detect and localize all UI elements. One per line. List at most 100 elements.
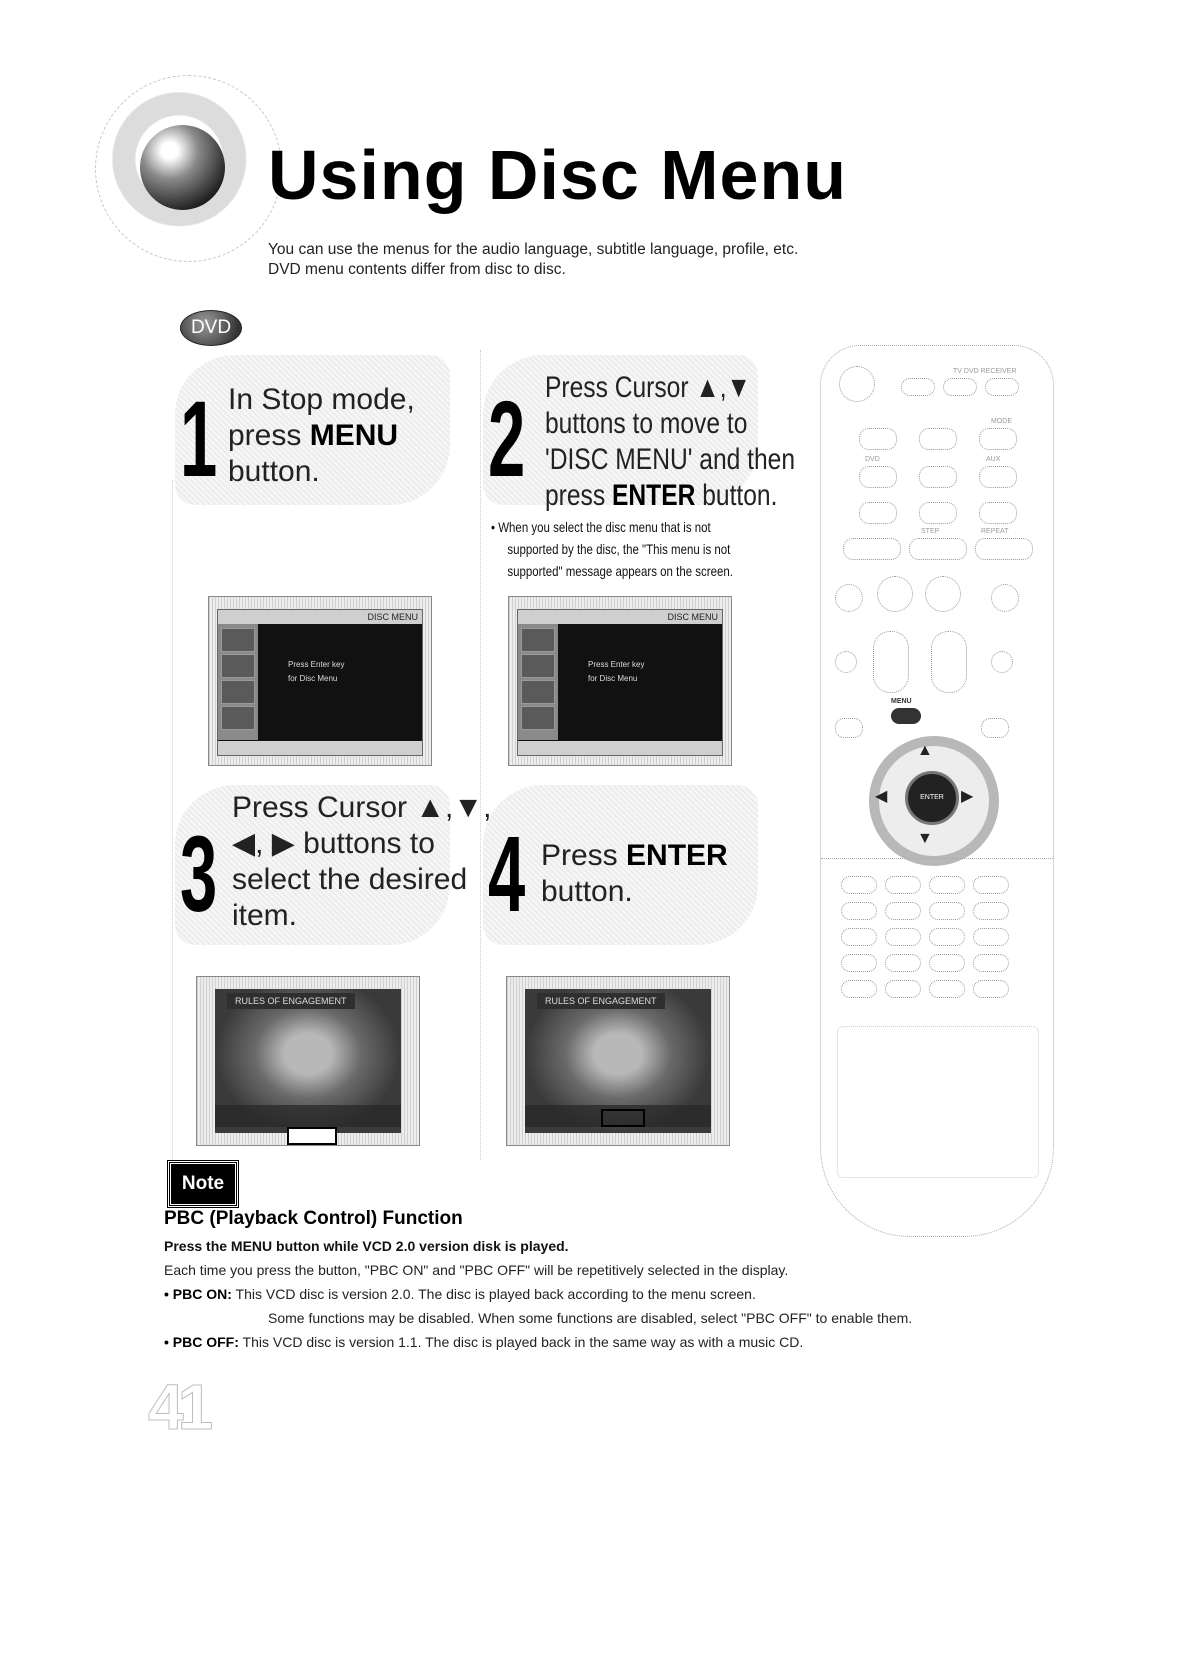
step-1-text: In Stop mode, press MENU button.	[228, 382, 415, 490]
disc-menu-message: Press Enter key for Disc Menu	[588, 660, 645, 683]
disc-menu-footer	[218, 741, 422, 755]
step-2-line-4: press ENTER button.	[545, 479, 778, 512]
remote-button	[929, 928, 965, 946]
remote-button	[841, 902, 877, 920]
enter-key-label: ENTER	[611, 479, 696, 512]
disc-menu-footer	[518, 741, 722, 755]
remote-button	[841, 980, 877, 998]
step-2-text: Press Cursor ▲,▼ buttons to move to 'DIS…	[545, 370, 795, 514]
menu-sidebar-item	[521, 628, 555, 652]
remote-button	[981, 718, 1009, 738]
note-badge: Note	[167, 1160, 239, 1208]
enter-button: ENTER	[905, 771, 959, 825]
column-guide-right	[480, 350, 481, 1160]
menu-sidebar	[518, 624, 558, 740]
step-2-number: 2	[488, 378, 526, 499]
cursor-down-icon: ▼	[917, 830, 933, 847]
remote-button	[973, 954, 1009, 972]
tip-line-1: When you select the disc menu that is no…	[498, 519, 711, 535]
remote-label-tv-dvd: TV DVD RECEIVER	[953, 368, 1017, 375]
intro-line-1: You can use the menus for the audio lang…	[268, 241, 799, 258]
enter-key-label: ENTER	[626, 839, 728, 872]
page-title: Using Disc Menu	[268, 136, 847, 214]
dvd-badge: DVD	[180, 310, 242, 346]
remote-button	[859, 466, 897, 488]
remote-button	[929, 876, 965, 894]
remote-button	[979, 502, 1017, 524]
remote-button	[859, 502, 897, 524]
disc-menu-bar: DISC MENU	[518, 610, 722, 624]
remote-button	[929, 902, 965, 920]
volume-rocker	[873, 631, 909, 693]
remote-button	[835, 718, 863, 738]
step-3-box	[175, 785, 450, 945]
step-1-number: 1	[180, 378, 218, 499]
remote-button	[885, 902, 921, 920]
tip-line-3: supported" message appears on the screen…	[507, 563, 733, 579]
note-pbc-on-continued: Some functions may be disabled. When som…	[268, 1310, 913, 1326]
remote-button	[919, 502, 957, 524]
column-guide-left	[172, 480, 173, 1160]
note-pbc-on: • PBC ON: This VCD disc is version 2.0. …	[164, 1286, 756, 1302]
remote-lower-panel	[837, 1026, 1039, 1178]
remote-label-aux: AUX	[986, 456, 1001, 463]
selection-highlight	[601, 1109, 645, 1127]
step-3-line-3: select the desired	[232, 863, 468, 896]
tuning-rocker	[931, 631, 967, 693]
remote-button	[973, 928, 1009, 946]
step-2-line-3: 'DISC MENU' and then	[545, 443, 796, 476]
step-4-number: 4	[488, 813, 526, 934]
menu-sidebar-item	[521, 706, 555, 730]
remote-button	[901, 378, 935, 396]
disc-menu-message: Press Enter key for Disc Menu	[288, 660, 345, 683]
remote-button	[841, 928, 877, 946]
remote-button	[975, 538, 1033, 560]
remote-label-menu: MENU	[891, 698, 912, 705]
remote-button	[991, 651, 1013, 673]
cursor-up-icon: ▲	[917, 742, 933, 759]
tv-screen-4: RULES OF ENGAGEMENT	[506, 976, 730, 1146]
remote-button	[929, 954, 965, 972]
step-4-box	[483, 785, 758, 945]
cursor-right-icon: ▶	[961, 788, 974, 805]
note-pbc-off: • PBC OFF: This VCD disc is version 1.1.…	[164, 1334, 804, 1350]
remote-button	[985, 378, 1019, 396]
remote-control: TV DVD RECEIVER MODE DVD AUX STEP REPEAT…	[820, 345, 1054, 1237]
menu-sidebar	[218, 624, 258, 740]
page-number: 41	[147, 1371, 213, 1444]
disc-menu-screen-2: DISC MENU Press Enter key for Disc Menu	[517, 609, 723, 756]
remote-button	[919, 428, 957, 450]
tip-line-2: supported by the disc, the "This menu is…	[507, 541, 731, 557]
menu-sidebar-item	[521, 654, 555, 678]
remote-divider	[821, 858, 1053, 859]
note-title: PBC (Playback Control) Function	[164, 1208, 463, 1229]
selection-highlight	[287, 1127, 337, 1145]
movie-menu-footer	[525, 1105, 711, 1127]
note-line-1: Each time you press the button, "PBC ON"…	[164, 1262, 789, 1278]
menu-key-label: MENU	[309, 419, 399, 452]
menu-sidebar-item	[521, 680, 555, 704]
menu-sidebar-item	[221, 680, 255, 704]
step-4-text: Press ENTER button.	[541, 838, 728, 910]
tv-screen-2: DISC MENU Press Enter key for Disc Menu	[508, 596, 732, 766]
remote-button	[843, 538, 901, 560]
remote-button	[925, 576, 961, 612]
remote-button	[877, 576, 913, 612]
disc-menu-screen-1: DISC MENU Press Enter key for Disc Menu	[217, 609, 423, 756]
menu-sidebar-item	[221, 654, 255, 678]
step-3-line-4: item.	[232, 899, 298, 932]
step-4-line-1: Press ENTER	[541, 839, 728, 872]
step-2-box	[483, 355, 758, 505]
movie-title-bar: RULES OF ENGAGEMENT	[227, 993, 355, 1009]
remote-label-dvd: DVD	[865, 456, 880, 463]
power-button	[839, 366, 875, 402]
remote-button	[979, 428, 1017, 450]
disc-menu-bar: DISC MENU	[218, 610, 422, 624]
menu-sidebar-item	[221, 628, 255, 652]
remote-button	[991, 584, 1019, 612]
remote-button	[973, 980, 1009, 998]
remote-button	[973, 902, 1009, 920]
step-1-line-2: press MENU	[228, 419, 399, 452]
remote-button	[885, 876, 921, 894]
remote-button	[835, 651, 857, 673]
